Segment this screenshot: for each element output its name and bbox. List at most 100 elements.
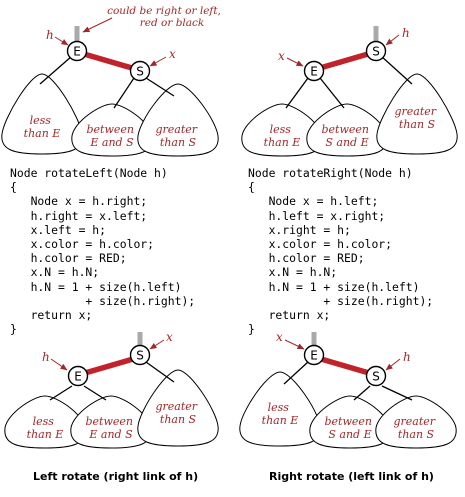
subtree-between-text: between S and E — [322, 123, 373, 149]
subtree-between-line1: between — [322, 123, 370, 136]
black-link-e-left — [285, 77, 309, 109]
subtree-greater-line2: than S — [398, 428, 435, 441]
h-arrow — [385, 34, 400, 46]
x-arrow — [284, 339, 305, 350]
h-arrow — [50, 358, 68, 371]
subtree-greater-line1: greater — [393, 415, 435, 428]
subtree-between-line1: between — [86, 415, 134, 428]
subtree-between-line2: E and S — [89, 136, 134, 149]
x-label: x — [278, 49, 285, 63]
red-link-s-e — [84, 356, 134, 376]
node-s — [365, 365, 387, 387]
subtree-less-line1: less — [30, 114, 52, 127]
subtree-less-line1: less — [270, 123, 292, 136]
rotate-right-code: Node rotateRight(Node h) { Node x = h.le… — [248, 166, 434, 337]
node-s — [129, 344, 151, 366]
subtrees — [239, 371, 457, 449]
caption-right-rotate: Right rotate (left link of h) — [269, 470, 434, 483]
subtree-greater-text: greater than S — [155, 400, 200, 426]
black-link-e-right — [83, 385, 107, 401]
black-link-s-right — [380, 55, 413, 85]
subtree-between-line2: E and S — [88, 428, 133, 441]
black-link-e-left — [39, 55, 73, 85]
black-link-s-right — [145, 77, 175, 97]
node-s-label: S — [372, 370, 380, 384]
subtrees — [241, 73, 458, 157]
subtree-greater-than-s — [137, 369, 219, 447]
note-line2: red or black — [140, 17, 205, 29]
subtree-less-than-e — [239, 371, 321, 447]
diagram-top-right: S E h x less than E between S and E grea… — [241, 26, 458, 157]
subtree-greater-line1: greater — [155, 400, 197, 413]
diagram-bottom-left: S E h x less than E between E and S grea… — [4, 330, 219, 449]
subtree-less-than-e — [1, 73, 83, 155]
h-label: h — [42, 350, 50, 364]
subtree-less-text: less than E — [264, 123, 301, 149]
h-arrow — [385, 358, 401, 371]
subtree-between-line1: between — [87, 123, 135, 136]
node-e-label: E — [310, 349, 318, 363]
subtree-greater-line2: than S — [399, 118, 436, 131]
diagram-bottom-right: E S x h less than E between S and E grea… — [239, 330, 457, 449]
subtree-less-line2: than E — [24, 127, 61, 140]
subtree-greater-line2: than S — [160, 413, 197, 426]
node-e — [67, 365, 89, 387]
subtree-less-line1: less — [33, 415, 55, 428]
x-arrow — [149, 339, 165, 350]
black-link-s-right — [145, 361, 175, 383]
x-label: x — [169, 47, 176, 61]
x-label: x — [166, 330, 173, 344]
node-e-label: E — [74, 370, 82, 384]
h-label: h — [402, 26, 410, 40]
black-link-s-left — [353, 385, 371, 401]
subtree-between-text: between E and S — [86, 415, 137, 441]
node-e-label: E — [73, 45, 81, 59]
red-link-e-s — [320, 356, 370, 376]
rotate-left-code: Node rotateLeft(Node h) { Node x = h.rig… — [10, 166, 196, 337]
subtree-between-text: between S and E — [325, 415, 376, 441]
node-e — [303, 60, 325, 82]
note-line1: could be right or left, — [107, 5, 221, 17]
subtree-greater-than-s — [375, 395, 457, 449]
x-arrow — [149, 56, 167, 67]
subtree-greater-text: greater than S — [393, 415, 438, 441]
subtree-greater-than-s — [376, 73, 458, 155]
diagram-top-left: E S could be right or left, red or black… — [1, 5, 221, 157]
subtree-greater-than-s — [137, 83, 219, 157]
subtree-between-line1: between — [325, 415, 373, 428]
subtree-less-line2: than E — [27, 428, 64, 441]
node-s — [365, 40, 387, 62]
red-link-s-e — [319, 51, 369, 71]
h-label: h — [403, 350, 411, 364]
black-link-s-left — [113, 77, 135, 109]
subtree-greater-line1: greater — [155, 123, 197, 136]
subtree-less-text: less than E — [24, 114, 61, 140]
node-s — [129, 60, 151, 82]
subtree-between-text: between E and S — [87, 123, 138, 149]
subtree-less-line1: less — [268, 401, 290, 414]
subtree-greater-text: greater than S — [394, 105, 439, 131]
subtrees — [1, 73, 219, 157]
black-link-e-left — [283, 361, 309, 385]
subtrees — [4, 369, 219, 449]
red-link-e-s — [83, 51, 133, 71]
black-link-s-right — [381, 385, 413, 401]
black-link-e-right — [319, 77, 345, 109]
black-link-e-left — [49, 385, 73, 401]
node-e — [303, 344, 325, 366]
subtree-less-line2: than E — [262, 414, 299, 427]
subtree-greater-line2: than S — [160, 136, 197, 149]
note-arrow — [82, 17, 113, 33]
subtree-less-text: less than E — [262, 401, 299, 427]
subtree-between-line2: S and E — [325, 136, 368, 149]
h-arrow — [54, 36, 69, 46]
node-e — [66, 40, 88, 62]
node-s-label: S — [136, 349, 144, 363]
h-label: h — [46, 28, 54, 42]
subtree-less-text: less than E — [27, 415, 64, 441]
caption-left-rotate: Left rotate (right link of h) — [33, 470, 199, 483]
subtree-less-line2: than E — [264, 136, 301, 149]
node-e-label: E — [310, 65, 318, 79]
subtree-greater-line1: greater — [394, 105, 436, 118]
